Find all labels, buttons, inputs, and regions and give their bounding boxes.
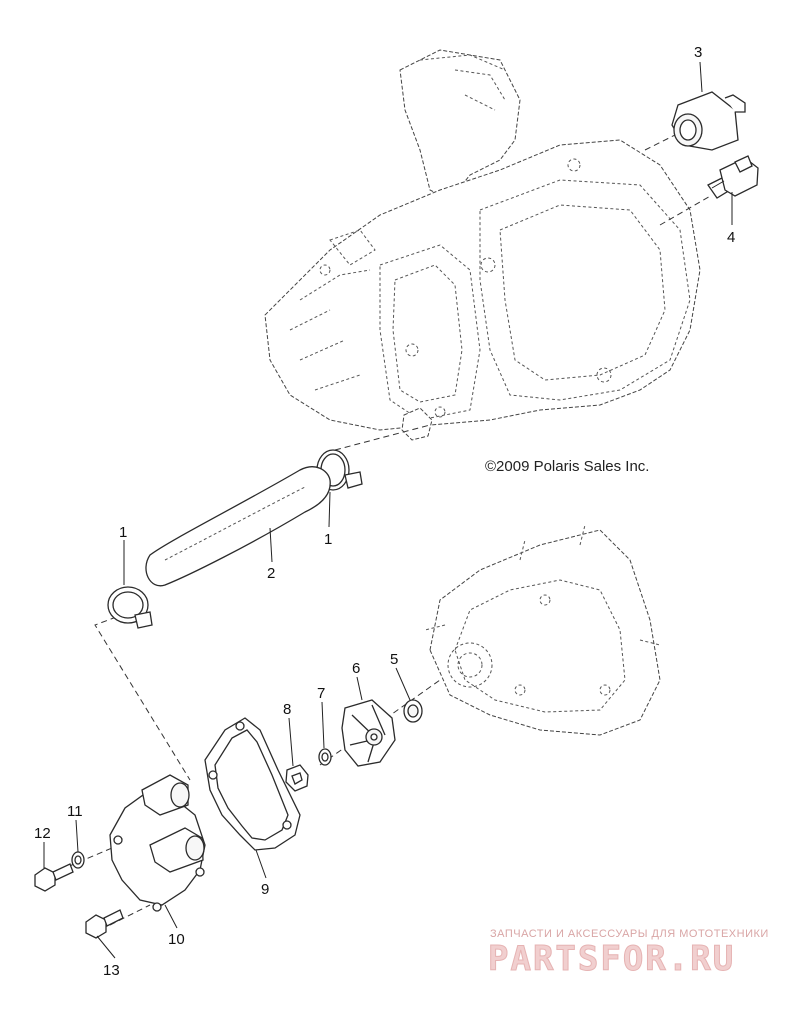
callout-thermostat: 3 bbox=[694, 44, 702, 61]
callout-gasket: 9 bbox=[261, 881, 269, 898]
cylinder-head-assembly bbox=[264, 49, 701, 441]
impeller-part bbox=[341, 699, 396, 767]
callout-small-washer: 7 bbox=[317, 685, 325, 702]
callout-clamp-lower: 1 bbox=[119, 524, 127, 541]
bolt-upper-part bbox=[34, 863, 74, 892]
thermostat-part bbox=[671, 91, 746, 151]
bolt-lower-part bbox=[85, 909, 124, 939]
coolant-hose-part bbox=[145, 466, 331, 587]
drain-plug-part bbox=[285, 764, 309, 792]
callout-impeller: 6 bbox=[352, 660, 360, 677]
callout-pump-cover: 10 bbox=[168, 931, 185, 948]
callout-numbers: 3 4 1 2 1 5 6 7 8 9 10 11 12 13 bbox=[34, 44, 735, 979]
bolt-washer-part bbox=[71, 851, 85, 869]
callout-plug: 8 bbox=[283, 701, 291, 718]
leader-lines bbox=[43, 61, 733, 959]
gasket-part bbox=[204, 717, 301, 851]
water-pump-cover-part bbox=[109, 774, 206, 912]
temperature-sensor-part bbox=[707, 155, 759, 199]
watermark-tagline: ЗАПЧАСТИ И АКСЕССУАРЫ ДЛЯ МОТОТЕХНИКИ bbox=[490, 928, 769, 940]
callout-seal: 5 bbox=[390, 651, 398, 668]
watermark: ЗАПЧАСТИ И АКСЕССУАРЫ ДЛЯ МОТОТЕХНИКИ PA… bbox=[488, 928, 769, 980]
oil-seal-part bbox=[403, 699, 423, 723]
callout-bolt-lower: 13 bbox=[103, 962, 120, 979]
callout-temp-sensor: 4 bbox=[727, 229, 735, 246]
callout-bolt-upper: 12 bbox=[34, 825, 51, 842]
hose-clamp-lower-part bbox=[107, 586, 153, 629]
callout-clamp-upper: 1 bbox=[324, 531, 332, 548]
copyright-notice: ©2009 Polaris Sales Inc. bbox=[485, 458, 649, 475]
callout-hose: 2 bbox=[267, 565, 275, 582]
crankcase-assembly bbox=[424, 524, 661, 736]
watermark-brand: PARTSFOR.RU bbox=[488, 939, 735, 979]
small-washer-part bbox=[318, 748, 332, 766]
callout-bolt-washer: 11 bbox=[67, 803, 83, 820]
